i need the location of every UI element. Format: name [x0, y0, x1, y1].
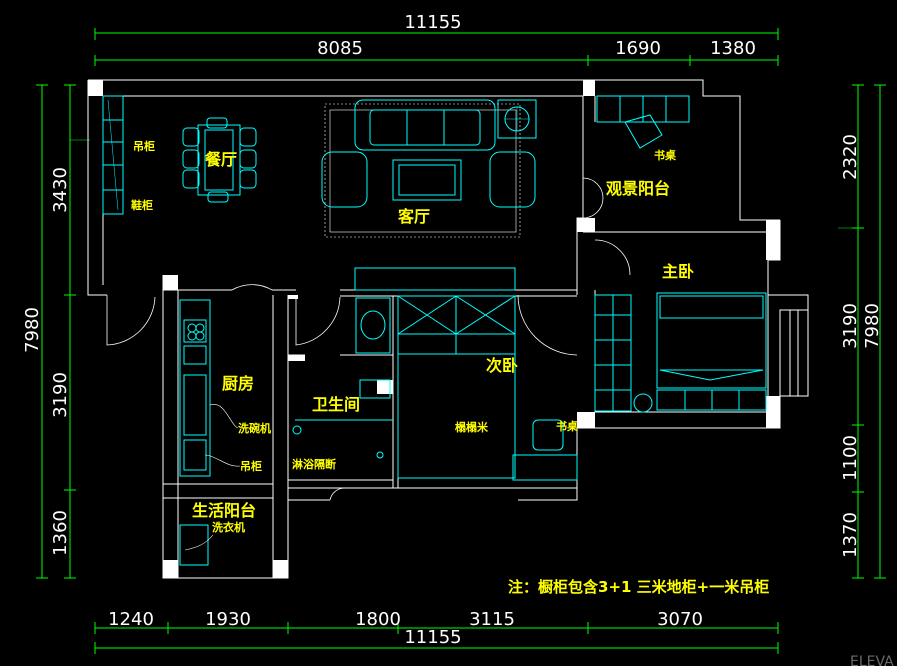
label-kitchen-wall-cabinet: 吊柜	[240, 459, 262, 473]
dim-right-seg-4: 1370	[840, 512, 861, 558]
label-tatami: 榻榻米	[455, 420, 489, 434]
doors	[106, 177, 631, 501]
room-bathroom: 卫生间	[312, 395, 360, 414]
room-master-bedroom: 主卧	[662, 262, 694, 281]
label-shower-partition: 淋浴隔断	[292, 457, 336, 471]
label-wall-cabinet: 吊柜	[133, 139, 155, 153]
dim-bottom-seg-2: 1930	[205, 609, 251, 630]
dim-left-total: 7980	[22, 307, 43, 353]
dim-right-seg-1: 2320	[840, 134, 861, 180]
label-dishwasher: 洗碗机	[238, 421, 271, 435]
room-kitchen: 厨房	[222, 374, 254, 393]
dim-right-seg-3: 1100	[840, 435, 861, 481]
label-washer: 洗衣机	[212, 520, 245, 534]
dim-top-seg-1: 8085	[317, 38, 363, 59]
dim-bottom-seg-3: 1800	[355, 609, 401, 630]
room-dining: 餐厅	[204, 150, 237, 169]
room-view-balcony: 观景阳台	[606, 179, 670, 198]
dim-bottom-seg-1: 1240	[108, 609, 154, 630]
furniture	[102, 95, 767, 566]
dim-left-seg-2: 3190	[50, 372, 71, 418]
room-living: 客厅	[398, 207, 430, 226]
dim-bottom-total: 11155	[404, 627, 461, 648]
label-desk-balcony: 书桌	[654, 148, 677, 162]
corner-text: ELEVA	[850, 654, 894, 666]
dim-top-seg-2: 1690	[615, 38, 661, 59]
dim-top-seg-3: 1380	[710, 38, 756, 59]
design-note: 注：橱柜包含3+1 三米地柜+一米吊柜	[508, 578, 769, 596]
dim-bottom-seg-5: 3070	[657, 609, 703, 630]
dim-left-seg-1: 3430	[50, 167, 71, 213]
label-shoe-cabinet: 鞋柜	[131, 198, 153, 212]
dim-left-seg-3: 1360	[50, 510, 71, 556]
dim-bottom-seg-4: 3115	[469, 609, 515, 630]
dim-right-seg-2: 3190	[840, 303, 861, 349]
leader-lines	[184, 404, 241, 551]
walls	[87, 79, 809, 579]
dim-right-total: 7980	[862, 303, 883, 349]
label-desk-bedroom: 书桌	[556, 419, 579, 433]
dimension-lines	[36, 28, 886, 654]
room-second-bedroom: 次卧	[486, 356, 518, 375]
dim-top-total: 11155	[404, 12, 461, 33]
room-utility-balcony: 生活阳台	[192, 501, 256, 520]
